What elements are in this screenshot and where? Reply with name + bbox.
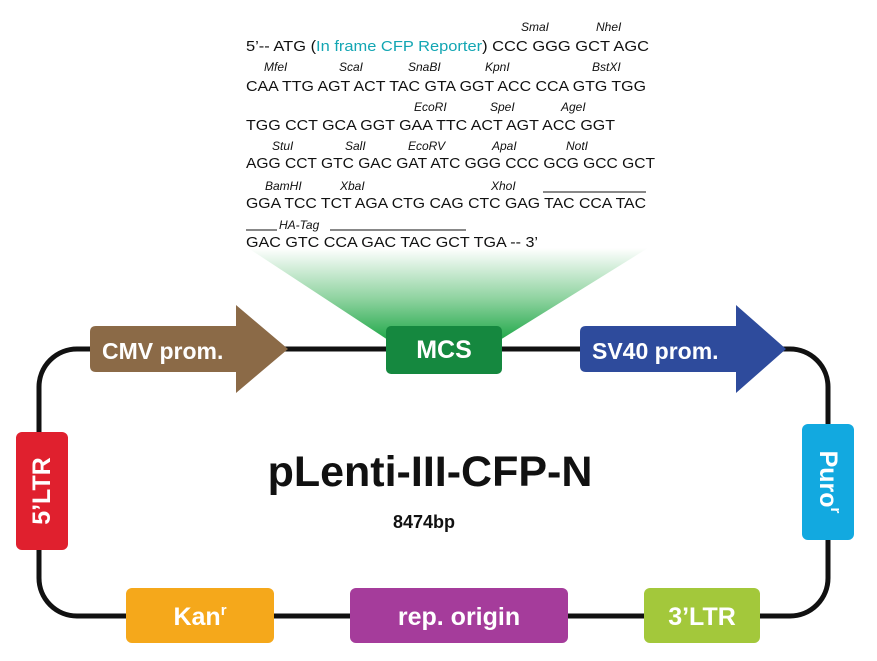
sequence-line-3: TGG CCT GCA GGT GAA TTC ACT AGT ACC GGT bbox=[246, 117, 615, 134]
puro-label-main: Puro bbox=[814, 451, 842, 508]
sequence-line-6: GAC GTC CCA GAC TAC GCT TGA -- 3’ bbox=[246, 234, 538, 251]
sequence-line-4: AGG CCT GTC GAC GAT ATC GGG CCC GCG GCC … bbox=[246, 155, 655, 172]
puro-feature: Puror bbox=[802, 424, 854, 540]
enzyme-spei: SpeI bbox=[490, 100, 515, 114]
sequence-line-1-start: 5’-- ATG ( bbox=[246, 38, 316, 55]
sequence-line-1-end: ) CCC GGG GCT AGC bbox=[482, 38, 649, 55]
cmv-promoter-feature: CMV prom. bbox=[90, 305, 288, 393]
sv40-promoter-label: SV40 prom. bbox=[592, 338, 719, 364]
kan-box bbox=[126, 588, 274, 643]
mcs-sequence-block: SmaI NheI 5’-- ATG (In frame CFP Reporte… bbox=[246, 20, 655, 251]
sequence-line-1: 5’-- ATG (In frame CFP Reporter) CCC GGG… bbox=[246, 38, 649, 55]
enzyme-xhoi: XhoI bbox=[490, 179, 516, 193]
enzyme-nhei: NheI bbox=[596, 20, 622, 34]
puro-box bbox=[802, 424, 854, 540]
enzyme-mfei: MfeI bbox=[264, 60, 288, 74]
enzyme-snabi: SnaBI bbox=[408, 60, 441, 74]
ltr3-box bbox=[644, 588, 760, 643]
cmv-promoter-label: CMV prom. bbox=[102, 338, 223, 364]
mcs-box bbox=[386, 326, 502, 374]
enzyme-smai: SmaI bbox=[521, 20, 550, 34]
enzyme-stui: StuI bbox=[272, 139, 294, 153]
rep-origin-box bbox=[350, 588, 568, 643]
enzyme-ecori: EcoRI bbox=[414, 100, 447, 114]
cmv-promoter-arrow bbox=[90, 305, 288, 393]
enzyme-bamhi: BamHI bbox=[265, 179, 302, 193]
enzyme-xbai: XbaI bbox=[339, 179, 365, 193]
puro-label-superscript: r bbox=[828, 508, 845, 514]
enzyme-noti: NotI bbox=[566, 139, 589, 153]
ha-tag-label: HA-Tag bbox=[279, 218, 320, 232]
rep-origin-feature: rep. origin bbox=[350, 588, 568, 643]
kan-feature: Kanr bbox=[126, 588, 274, 643]
ltr5-box bbox=[16, 432, 68, 550]
kan-label-main: Kan bbox=[173, 603, 220, 631]
sequence-line-5: GGA TCC TCT AGA CTG CAG CTC GAG TAC CCA … bbox=[246, 195, 646, 212]
enzyme-sali: SalI bbox=[345, 139, 366, 153]
rep-origin-label: rep. origin bbox=[398, 603, 520, 631]
sv40-promoter-feature: SV40 prom. bbox=[580, 305, 786, 393]
mcs-expansion-wedge bbox=[248, 248, 648, 340]
enzyme-agei: AgeI bbox=[560, 100, 586, 114]
kan-label: Kanr bbox=[173, 602, 226, 631]
sv40-promoter-arrow bbox=[580, 305, 786, 393]
enzyme-scai: ScaI bbox=[339, 60, 364, 74]
enzyme-kpni: KpnI bbox=[485, 60, 510, 74]
enzyme-bstxi: BstXI bbox=[592, 60, 621, 74]
plasmid-size: 8474bp bbox=[393, 512, 455, 532]
cfp-reporter-text: In frame CFP Reporter bbox=[316, 38, 482, 55]
puro-label: Puror bbox=[814, 451, 845, 514]
ltr5-feature: 5’LTR bbox=[16, 432, 68, 550]
ltr3-label: 3’LTR bbox=[668, 603, 736, 631]
enzyme-ecorv: EcoRV bbox=[408, 139, 446, 153]
sequence-line-2: CAA TTG AGT ACT TAC GTA GGT ACC CCA GTG … bbox=[246, 78, 646, 95]
enzyme-apai: ApaI bbox=[491, 139, 517, 153]
mcs-feature: MCS bbox=[386, 326, 502, 374]
ltr3-feature: 3’LTR bbox=[644, 588, 760, 643]
mcs-label: MCS bbox=[416, 336, 472, 364]
kan-label-superscript: r bbox=[221, 602, 227, 619]
plasmid-name: pLenti-III-CFP-N bbox=[268, 448, 593, 496]
ltr5-label: 5’LTR bbox=[28, 457, 56, 525]
